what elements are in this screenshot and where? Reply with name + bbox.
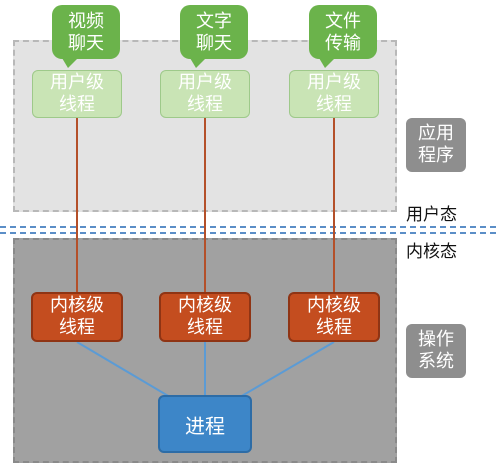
mode-divider-line bbox=[0, 232, 496, 234]
mode-divider-line bbox=[0, 226, 496, 228]
app-bubble-file-transfer: 文件 传输 bbox=[309, 5, 377, 68]
user-thread-box: 用户级 线程 bbox=[289, 70, 379, 118]
kernel-thread-box: 内核级 线程 bbox=[31, 292, 123, 342]
user-mode-label: 用户态 bbox=[406, 205, 457, 225]
user-thread-box: 用户级 线程 bbox=[160, 70, 250, 118]
app-bubble-video-chat: 视频 聊天 bbox=[52, 5, 120, 68]
kernel-thread-box: 内核级 线程 bbox=[159, 292, 251, 342]
process-link bbox=[76, 341, 171, 398]
kernel-mode-label: 内核态 bbox=[406, 242, 457, 262]
process-link bbox=[239, 341, 335, 398]
process-box: 进程 bbox=[158, 395, 252, 453]
kernel-thread-box: 内核级 线程 bbox=[288, 292, 380, 342]
app-bubble-text-chat: 文字 聊天 bbox=[180, 5, 248, 68]
user-thread-box: 用户级 线程 bbox=[32, 70, 122, 118]
operating-system-tag: 操作 系统 bbox=[406, 324, 466, 378]
application-tag: 应用 程序 bbox=[406, 118, 466, 172]
